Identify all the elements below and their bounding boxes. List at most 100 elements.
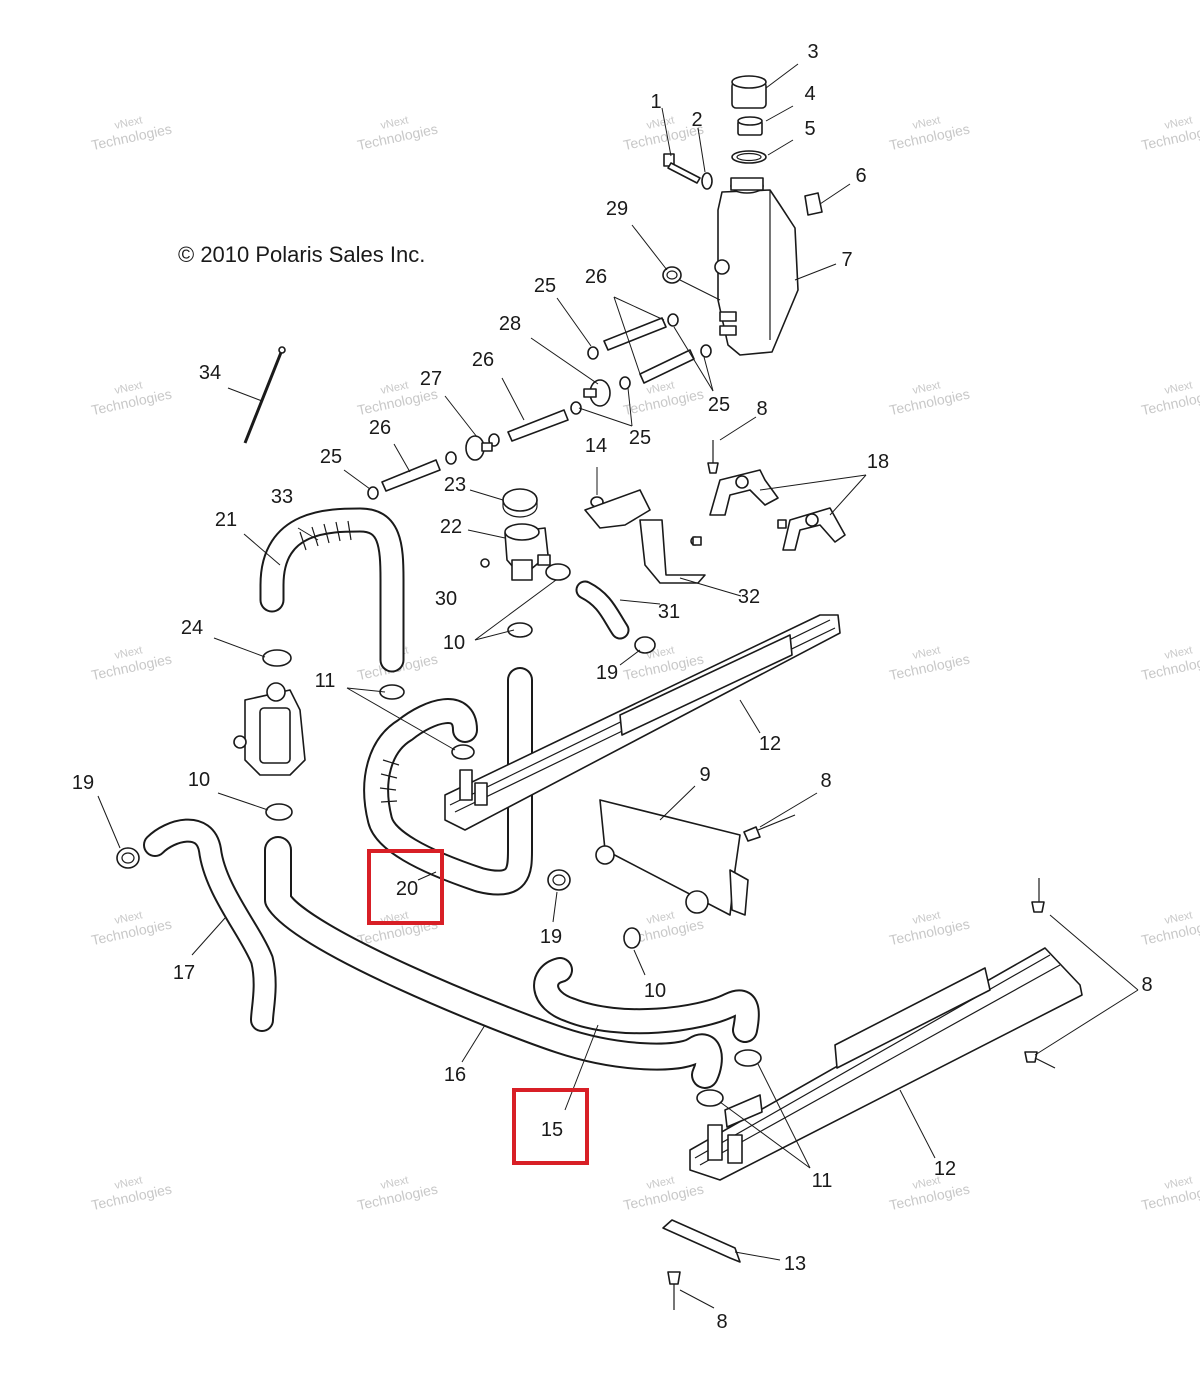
part-29-clamp[interactable] bbox=[662, 266, 682, 284]
callout-32[interactable]: 32 bbox=[738, 586, 760, 608]
part-23-cap[interactable] bbox=[502, 488, 538, 518]
part-15-hose[interactable] bbox=[533, 957, 760, 1043]
part-8-bolt-right-lower[interactable] bbox=[1024, 1051, 1056, 1069]
part-34-dipstick[interactable] bbox=[243, 346, 286, 444]
part-4-cap-seal[interactable] bbox=[737, 116, 763, 136]
callout-25-right[interactable]: 25 bbox=[708, 394, 730, 416]
part-11-clamp-lower-a[interactable] bbox=[734, 1049, 762, 1067]
callout-16[interactable]: 16 bbox=[444, 1064, 466, 1086]
part-8-bolt-right-upper[interactable] bbox=[1031, 878, 1045, 913]
leader-lines bbox=[97, 63, 1139, 1309]
part-5-o-ring[interactable] bbox=[731, 150, 767, 164]
part-19-clamp-middle[interactable] bbox=[547, 869, 571, 891]
part-26-hose-upper-b[interactable] bbox=[639, 349, 695, 384]
callout-20[interactable]: 20 bbox=[396, 878, 418, 900]
part-1-bolt[interactable] bbox=[663, 153, 701, 184]
callout-10-pump[interactable]: 10 bbox=[188, 769, 210, 791]
part-8-bolt-bracket[interactable] bbox=[692, 519, 787, 546]
part-2-washer[interactable] bbox=[701, 172, 713, 190]
callout-22[interactable]: 22 bbox=[440, 516, 462, 538]
callout-26-upper[interactable]: 26 bbox=[585, 266, 607, 288]
callout-8-upper[interactable]: 8 bbox=[756, 398, 767, 420]
part-8-bolt-upper[interactable] bbox=[707, 440, 719, 474]
callout-4[interactable]: 4 bbox=[804, 83, 815, 105]
part-13-plate[interactable] bbox=[662, 1219, 741, 1263]
callout-12-lower[interactable]: 12 bbox=[934, 1158, 956, 1180]
part-22-filler-neck[interactable] bbox=[504, 523, 551, 581]
callout-8-shield[interactable]: 8 bbox=[820, 770, 831, 792]
callout-8-right[interactable]: 8 bbox=[1141, 974, 1152, 996]
callout-25-upper[interactable]: 25 bbox=[534, 275, 556, 297]
callout-7[interactable]: 7 bbox=[841, 249, 852, 271]
part-30-screw[interactable] bbox=[480, 558, 490, 568]
callout-3[interactable]: 3 bbox=[807, 41, 818, 63]
part-9-shield[interactable] bbox=[595, 799, 749, 916]
callout-25-lower[interactable]: 25 bbox=[320, 446, 342, 468]
callout-11-upper[interactable]: 11 bbox=[315, 670, 336, 692]
part-3-reservoir-cap[interactable] bbox=[731, 75, 767, 109]
part-33-hose-sleeve[interactable] bbox=[259, 507, 405, 673]
part-10-clamp-pump[interactable] bbox=[265, 803, 293, 821]
callout-25-middle[interactable]: 25 bbox=[629, 427, 651, 449]
callout-19-upper[interactable]: 19 bbox=[596, 662, 618, 684]
callout-29[interactable]: 29 bbox=[606, 198, 628, 220]
callout-31[interactable]: 31 bbox=[658, 601, 680, 623]
part-16-hose[interactable] bbox=[264, 836, 723, 1089]
part-26-hose-lower[interactable] bbox=[381, 459, 441, 492]
part-7-coolant-reservoir[interactable] bbox=[714, 177, 799, 356]
callout-15[interactable]: 15 bbox=[541, 1119, 563, 1141]
part-12-heat-exchanger-lower[interactable] bbox=[689, 947, 1083, 1181]
part-10-clamp-middle[interactable] bbox=[507, 622, 533, 638]
callout-9[interactable]: 9 bbox=[699, 764, 710, 786]
part-26-hose-middle[interactable] bbox=[507, 409, 569, 442]
callout-27[interactable]: 27 bbox=[420, 368, 442, 390]
part-10-clamp-upper[interactable] bbox=[545, 563, 571, 581]
part-11-clamp-upper-a[interactable] bbox=[379, 684, 405, 700]
water-pump-assembly[interactable] bbox=[233, 682, 306, 776]
part-8-bolt-bottom[interactable] bbox=[667, 1271, 681, 1310]
part-28-t-fitting[interactable] bbox=[583, 379, 611, 407]
part-26-hose-upper-a[interactable] bbox=[603, 317, 667, 351]
callout-30[interactable]: 30 bbox=[435, 588, 457, 610]
callout-19-left[interactable]: 19 bbox=[72, 772, 94, 794]
part-27-t-fitting[interactable] bbox=[465, 435, 493, 461]
callout-11-lower[interactable]: 11 bbox=[812, 1170, 833, 1192]
part-18-bracket-a[interactable] bbox=[709, 469, 779, 516]
callout-10-lower[interactable]: 10 bbox=[644, 980, 666, 1002]
callout-13[interactable]: 13 bbox=[784, 1253, 806, 1275]
part-24-clamp[interactable] bbox=[262, 649, 292, 667]
part-11-clamp-upper-b[interactable] bbox=[451, 744, 475, 760]
part-17-hose[interactable] bbox=[143, 818, 277, 1032]
callout-26-lower[interactable]: 26 bbox=[369, 417, 391, 439]
part-19-clamp-upper[interactable] bbox=[634, 636, 656, 654]
part-25-clamps[interactable] bbox=[367, 313, 712, 500]
part-6-clip[interactable] bbox=[804, 192, 823, 216]
part-12-heat-exchanger-upper[interactable] bbox=[444, 614, 841, 831]
callout-28[interactable]: 28 bbox=[499, 313, 521, 335]
callout-5[interactable]: 5 bbox=[804, 118, 815, 140]
callout-1[interactable]: 1 bbox=[650, 91, 661, 113]
callout-6[interactable]: 6 bbox=[855, 165, 866, 187]
callout-23[interactable]: 23 bbox=[444, 474, 466, 496]
callout-24[interactable]: 24 bbox=[181, 617, 203, 639]
part-32-bracket[interactable] bbox=[584, 489, 706, 584]
callout-21[interactable]: 21 bbox=[215, 509, 237, 531]
callout-2[interactable]: 2 bbox=[691, 109, 702, 131]
part-31-hose[interactable] bbox=[575, 580, 630, 640]
part-19-clamp-left[interactable] bbox=[116, 847, 140, 869]
callout-12-upper[interactable]: 12 bbox=[759, 733, 781, 755]
callout-26-middle[interactable]: 26 bbox=[472, 349, 494, 371]
callout-19-middle[interactable]: 19 bbox=[540, 926, 562, 948]
callout-34[interactable]: 34 bbox=[199, 362, 221, 384]
callout-14[interactable]: 14 bbox=[585, 435, 607, 457]
callout-8-bottom[interactable]: 8 bbox=[716, 1311, 727, 1333]
part-20-hose[interactable] bbox=[363, 667, 533, 896]
callout-10-upper[interactable]: 10 bbox=[443, 632, 465, 654]
callout-17[interactable]: 17 bbox=[173, 962, 195, 984]
callout-18[interactable]: 18 bbox=[867, 451, 889, 473]
part-18-bracket-b[interactable] bbox=[782, 507, 846, 551]
callout-33[interactable]: 33 bbox=[271, 486, 293, 508]
part-10-clamp-lower[interactable] bbox=[623, 927, 641, 949]
part-11-clamp-lower-b[interactable] bbox=[696, 1089, 724, 1107]
part-8-pushpin-shield[interactable] bbox=[743, 814, 796, 842]
